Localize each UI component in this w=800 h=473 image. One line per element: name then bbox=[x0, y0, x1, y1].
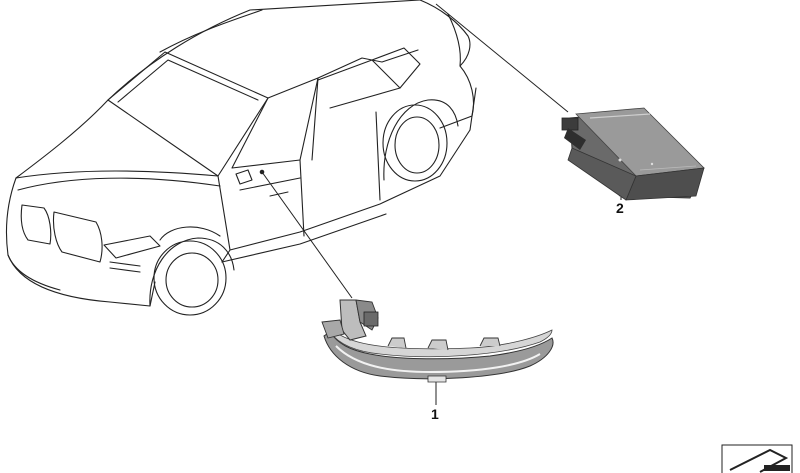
leader-line-part-2 bbox=[435, 3, 569, 113]
control-module-icon bbox=[561, 107, 705, 201]
vehicle-outline-icon bbox=[5, 0, 477, 316]
leader-line-part-1 bbox=[261, 171, 353, 299]
callout-label-part-2: 2 bbox=[616, 200, 624, 216]
callout-label-part-1: 1 bbox=[431, 406, 439, 422]
leader-dot-part-1 bbox=[259, 169, 265, 175]
page-corner-arrow-icon bbox=[721, 444, 793, 473]
mirror-turn-signal-indicator-icon bbox=[321, 299, 554, 383]
